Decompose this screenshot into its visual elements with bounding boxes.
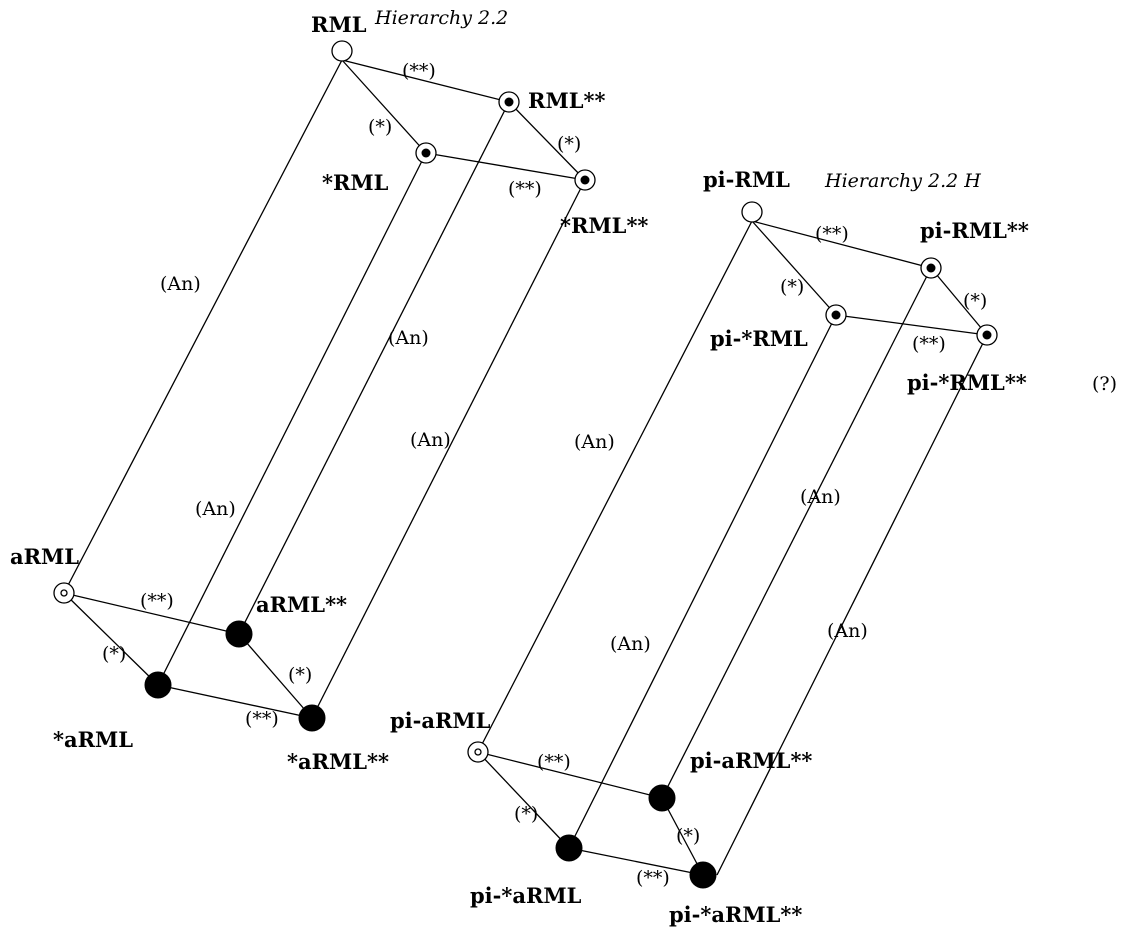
- label-s-a-rml-ss: *aRML**: [287, 749, 389, 774]
- node-s-a-rml: [144, 671, 172, 699]
- edge: [477, 220, 753, 753]
- edge-label: (An): [827, 620, 868, 642]
- node-s-rml: [415, 142, 437, 164]
- edge-label: (An): [410, 429, 451, 451]
- label-pi-s-a-rml-ss: pi-*aRML**: [669, 902, 802, 927]
- edge-label: (*): [514, 803, 538, 825]
- edge: [751, 220, 932, 269]
- node-pi-a-rml-ss: [648, 784, 676, 812]
- node-pi-s-rml: [825, 304, 847, 326]
- edge: [477, 751, 663, 799]
- node-s-rml-ss: [574, 169, 596, 191]
- label-pi-a-rml: pi-aRML: [390, 708, 491, 733]
- edge: [238, 101, 510, 635]
- label-pi-rml-ss: pi-RML**: [920, 218, 1029, 243]
- node-rml: [331, 40, 353, 62]
- edge: [238, 633, 313, 719]
- edge: [716, 334, 988, 876]
- edge-label: (*): [676, 825, 700, 847]
- edge: [157, 684, 313, 719]
- edge-label: (**): [537, 751, 571, 773]
- edge: [568, 847, 704, 876]
- edge: [661, 267, 932, 799]
- edge-label: (*): [102, 643, 126, 665]
- label-s-rml: *RML: [322, 170, 389, 195]
- edge: [477, 751, 570, 849]
- edge: [661, 797, 704, 876]
- node-pi-s-a-rml-ss: [689, 861, 717, 889]
- edge: [835, 314, 988, 336]
- edge-label: (*): [368, 116, 392, 138]
- node-a-rml-ss: [225, 620, 253, 648]
- label-a-rml: aRML: [10, 544, 79, 569]
- edge: [341, 59, 427, 154]
- edge-label: (*): [963, 290, 987, 312]
- edge-label: (**): [912, 333, 946, 355]
- edge-label: (An): [195, 498, 236, 520]
- edge-label: (An): [388, 327, 429, 349]
- node-pi-a-rml: [467, 741, 489, 763]
- edge-label: (**): [402, 60, 436, 82]
- edge-label: (An): [610, 633, 651, 655]
- edge: [63, 592, 159, 686]
- label-pi-s-rml-ss: pi-*RML**: [907, 370, 1027, 395]
- edge: [930, 267, 988, 336]
- label-pi-rml: pi-RML: [703, 167, 790, 192]
- edge: [751, 220, 837, 316]
- label-s-a-rml: *aRML: [53, 727, 133, 752]
- title-caption: Hierarchy 2.2: [374, 7, 508, 29]
- node-pi-s-rml-ss: [976, 324, 998, 346]
- label-pi-s-a-rml: pi-*aRML: [470, 883, 582, 908]
- edge: [425, 152, 586, 181]
- edge-label: (*): [557, 133, 581, 155]
- edge-label: (An): [574, 431, 615, 453]
- label-rml-ss: RML**: [528, 88, 605, 113]
- node-pi-rml: [741, 201, 763, 223]
- edge: [341, 59, 510, 103]
- left-cube: RML Hierarchy 2.2 RML** *RML *RML** aRML…: [10, 7, 648, 774]
- edge-label: (*): [780, 276, 804, 298]
- edge-label: (An): [800, 486, 841, 508]
- title-caption: Hierarchy 2.2 H: [824, 170, 981, 192]
- right-cube: pi-RML Hierarchy 2.2 H pi-RML** pi-*RML …: [390, 167, 1117, 927]
- node-rml-ss: [498, 91, 520, 113]
- edge-label: (*): [288, 664, 312, 686]
- edge: [508, 101, 586, 181]
- node-s-a-rml-ss: [298, 704, 326, 732]
- label-pi-s-rml: pi-*RML: [710, 326, 808, 351]
- label-pi-a-rml-ss: pi-aRML**: [690, 748, 812, 773]
- edge-label: (An): [160, 273, 201, 295]
- label-s-rml-ss: *RML**: [560, 213, 648, 238]
- node-a-rml: [53, 582, 75, 604]
- label-a-rml-ss: aRML**: [256, 592, 347, 617]
- edge: [63, 59, 343, 594]
- node-pi-rml-ss: [920, 257, 942, 279]
- node-pi-s-a-rml: [555, 834, 583, 862]
- edge-label: (**): [815, 223, 849, 245]
- edge-label: (**): [508, 178, 542, 200]
- edge-label: (**): [245, 708, 279, 730]
- edge: [157, 152, 427, 686]
- label-rml: RML: [311, 12, 367, 37]
- edge: [311, 179, 586, 719]
- question-mark: (?): [1092, 373, 1117, 395]
- edge-label: (**): [636, 867, 670, 889]
- edge: [568, 314, 837, 849]
- edge: [63, 592, 240, 635]
- edge-label: (**): [140, 590, 174, 612]
